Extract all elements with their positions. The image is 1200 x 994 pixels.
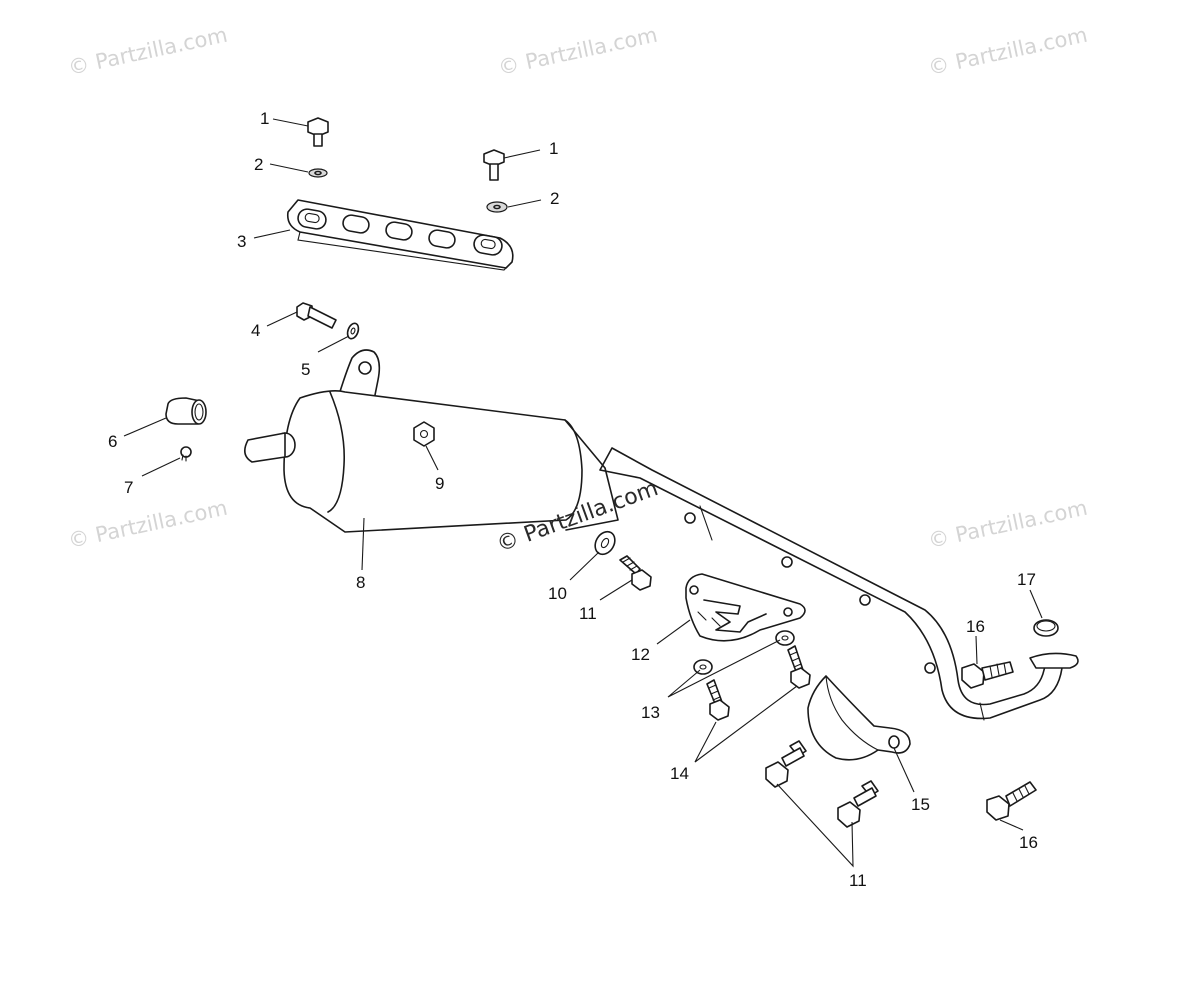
top-bolts: [307, 117, 508, 213]
heat-shield-15: [807, 675, 911, 761]
washer-10-bolt-11: [594, 530, 652, 591]
leader-lines: [123, 118, 1043, 868]
callout-10: 10: [548, 584, 567, 603]
watermark-top-center: © Partzilla.com: [496, 23, 660, 80]
callout-17: 17: [1017, 570, 1036, 589]
watermark-top-right: © Partzilla.com: [926, 23, 1090, 80]
bolts-14: [706, 645, 811, 721]
muffler: [244, 349, 619, 533]
callout-16-upper: 16: [966, 617, 985, 636]
callout-4: 4: [251, 321, 260, 340]
callout-6: 6: [108, 432, 117, 451]
bolts-16-gasket-17: [961, 619, 1059, 821]
watermark-mid-left: © Partzilla.com: [66, 496, 230, 553]
callout-13: 13: [641, 703, 660, 722]
mount-bracket: [286, 199, 514, 271]
callout-8: 8: [356, 573, 365, 592]
callout-labels: 1 1 2 2 3 4 5 6 7 8 9 10 11 12 13 14 15 …: [108, 109, 1038, 890]
callout-12: 12: [631, 645, 650, 664]
callout-7: 7: [124, 478, 133, 497]
watermark-top-left: © Partzilla.com: [66, 23, 230, 80]
callout-5: 5: [301, 360, 310, 379]
callout-11-upper: 11: [579, 604, 597, 623]
bolts-11-lower: [765, 740, 879, 828]
bolt-4-washer-5: [296, 302, 360, 340]
callout-15: 15: [911, 795, 930, 814]
callout-1-left: 1: [260, 109, 269, 128]
callout-14: 14: [670, 764, 689, 783]
cap-6-screw-7: [165, 397, 207, 462]
callout-2-left: 2: [254, 155, 263, 174]
callout-2-right: 2: [550, 189, 559, 208]
head-pipe: [599, 447, 1079, 721]
callout-1-right: 1: [549, 139, 558, 158]
callout-11-lower: 11: [849, 871, 867, 890]
callout-16-lower: 16: [1019, 833, 1038, 852]
callout-3: 3: [237, 232, 246, 251]
heat-shield-12: [685, 573, 806, 642]
washers-13: [693, 630, 795, 675]
callout-9: 9: [435, 474, 444, 493]
watermark-mid-right: © Partzilla.com: [926, 496, 1090, 553]
